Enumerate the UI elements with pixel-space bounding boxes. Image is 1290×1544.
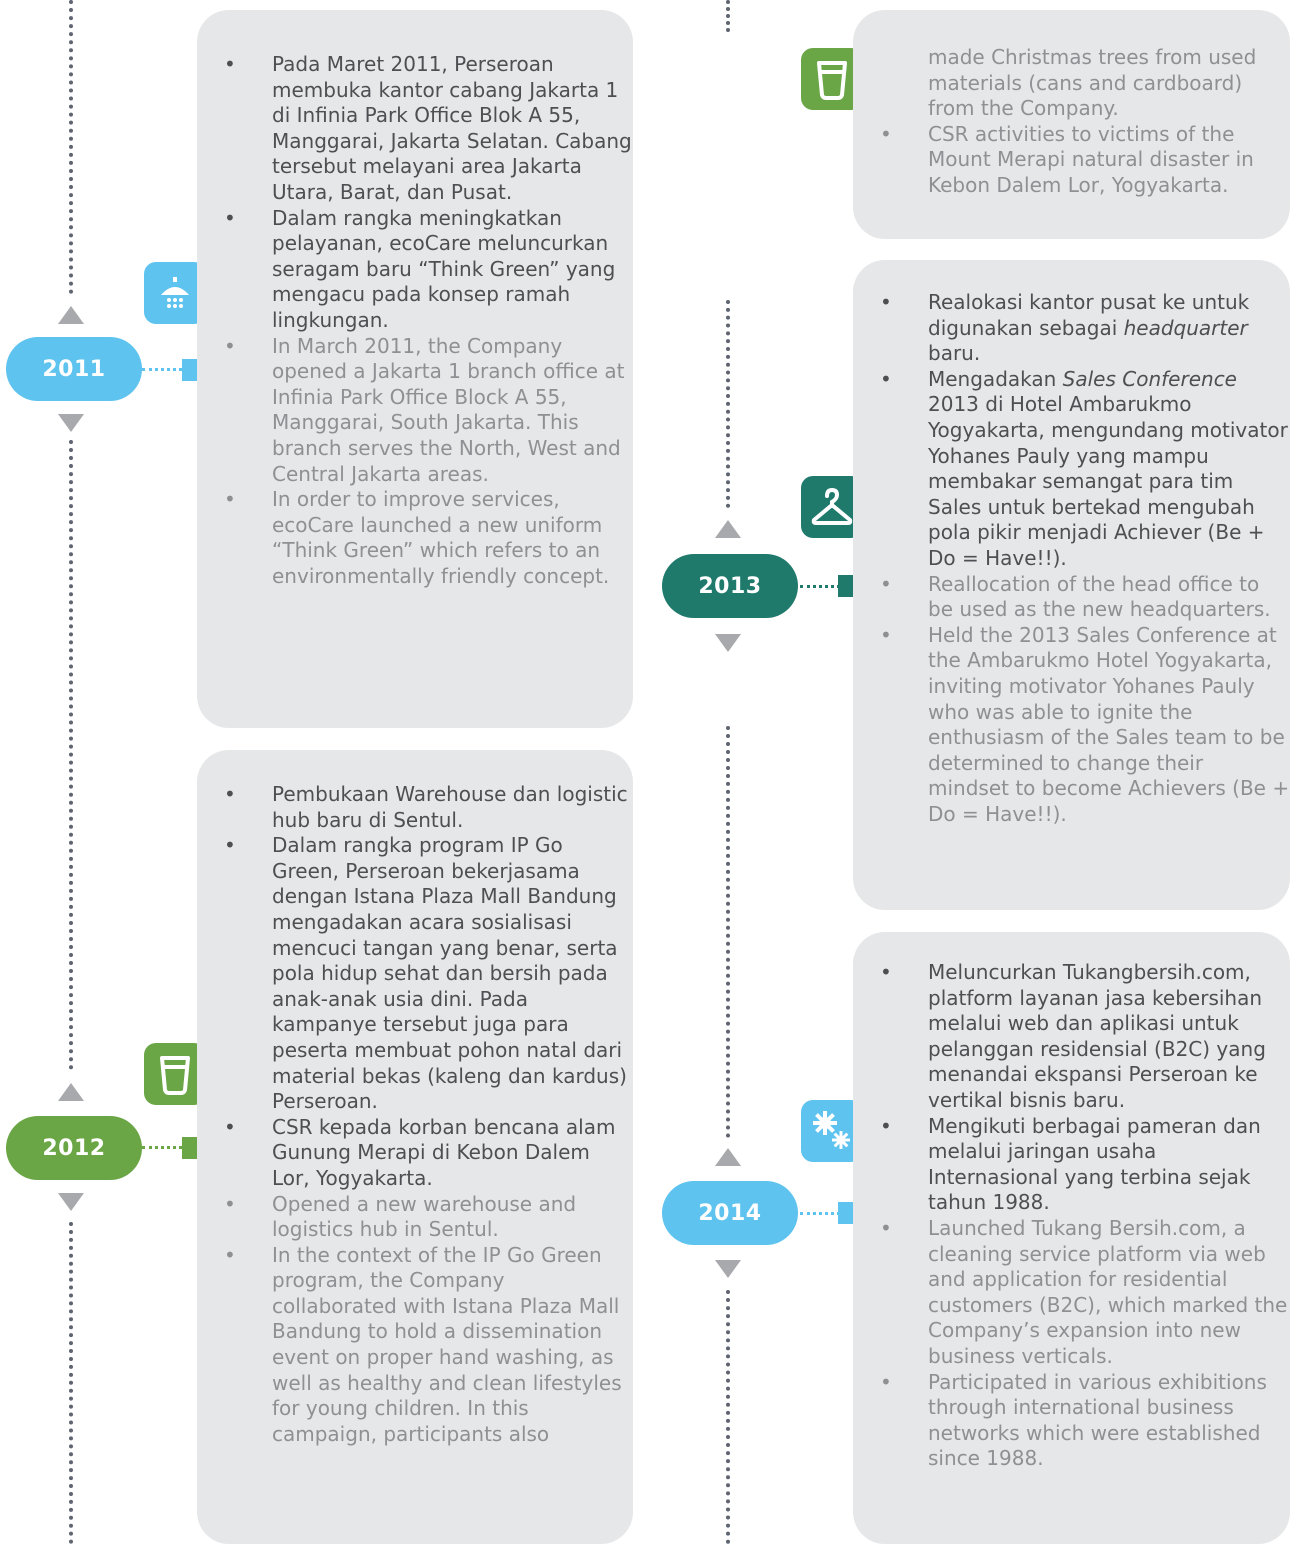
year-badge-2011: 2011: [6, 337, 142, 401]
timeline-line-left-top: [69, 0, 73, 294]
timeline-down-arrow: [715, 1260, 741, 1278]
list-item: Launched Tukang Bersih.com, a cleaning s…: [853, 1216, 1290, 1370]
timeline-line-left-middle: [69, 440, 73, 1070]
list-item: Pada Maret 2011, Perseroan membuka kanto…: [197, 52, 633, 206]
year-badge-2014: 2014: [662, 1181, 798, 1245]
timeline-line-right-middle: [726, 726, 730, 1138]
card-2013: Realokasi kantor pusat ke untuk digunaka…: [853, 260, 1290, 910]
list-item: CSR activities to victims of the Mount M…: [853, 122, 1290, 199]
connector-2012: [142, 1146, 182, 1149]
timeline-up-arrow: [58, 306, 84, 324]
list-item: Mengadakan Sales Conference 2013 di Hote…: [853, 367, 1290, 572]
list-item: Meluncurkan Tukangbersih.com, platform l…: [853, 960, 1290, 1114]
card-2012: Pembukaan Warehouse dan logistic hub bar…: [197, 750, 633, 1544]
timeline-down-arrow: [58, 414, 84, 432]
list-item: Participated in various exhibitions thro…: [853, 1370, 1290, 1472]
list-item: In the context of the IP Go Green progra…: [197, 1243, 633, 1448]
list-item: In March 2011, the Company opened a Jaka…: [197, 334, 633, 488]
timeline-up-arrow: [715, 1148, 741, 1166]
shower-icon: [144, 262, 206, 324]
list-item: Dalam rangka program IP Go Green, Perser…: [197, 833, 633, 1115]
timeline-up-arrow: [715, 520, 741, 538]
list-item: Reallocation of the head office to be us…: [853, 572, 1290, 623]
timeline-down-arrow: [58, 1193, 84, 1211]
timeline-line-right-bottom: [726, 1290, 730, 1544]
connector-2013: [800, 585, 840, 588]
list-item: Dalam rangka meningkatkan pelayanan, eco…: [197, 206, 633, 334]
connector-2014: [800, 1212, 840, 1215]
list-item: Realokasi kantor pusat ke untuk digunaka…: [853, 290, 1290, 367]
list-item: CSR kepada korban bencana alam Gunung Me…: [197, 1115, 633, 1192]
list-item: Opened a new warehouse and logistics hub…: [197, 1192, 633, 1243]
card-2011: Pada Maret 2011, Perseroan membuka kanto…: [197, 10, 633, 728]
list-item: In order to improve services, ecoCare la…: [197, 487, 633, 589]
year-badge-2013: 2013: [662, 554, 798, 618]
card-2012-continued: made Christmas trees from used materials…: [853, 10, 1290, 239]
timeline-up-arrow: [58, 1083, 84, 1101]
card-2014: Meluncurkan Tukangbersih.com, platform l…: [853, 932, 1290, 1544]
timeline-line-right-upper: [726, 300, 730, 508]
list-item: Mengikuti berbagai pameran dan melalui j…: [853, 1114, 1290, 1216]
timeline-line-right-top: [726, 0, 730, 32]
year-badge-2012: 2012: [6, 1116, 142, 1180]
list-item: Held the 2013 Sales Conference at the Am…: [853, 623, 1290, 828]
bin-icon: [801, 48, 863, 110]
list-item: Pembukaan Warehouse dan logistic hub bar…: [197, 782, 633, 833]
list-item-continued: made Christmas trees from used materials…: [928, 45, 1257, 121]
bin-icon: [144, 1043, 206, 1105]
timeline-down-arrow: [715, 634, 741, 652]
connector-2011: [142, 368, 182, 371]
timeline-line-left-bottom: [69, 1222, 73, 1544]
